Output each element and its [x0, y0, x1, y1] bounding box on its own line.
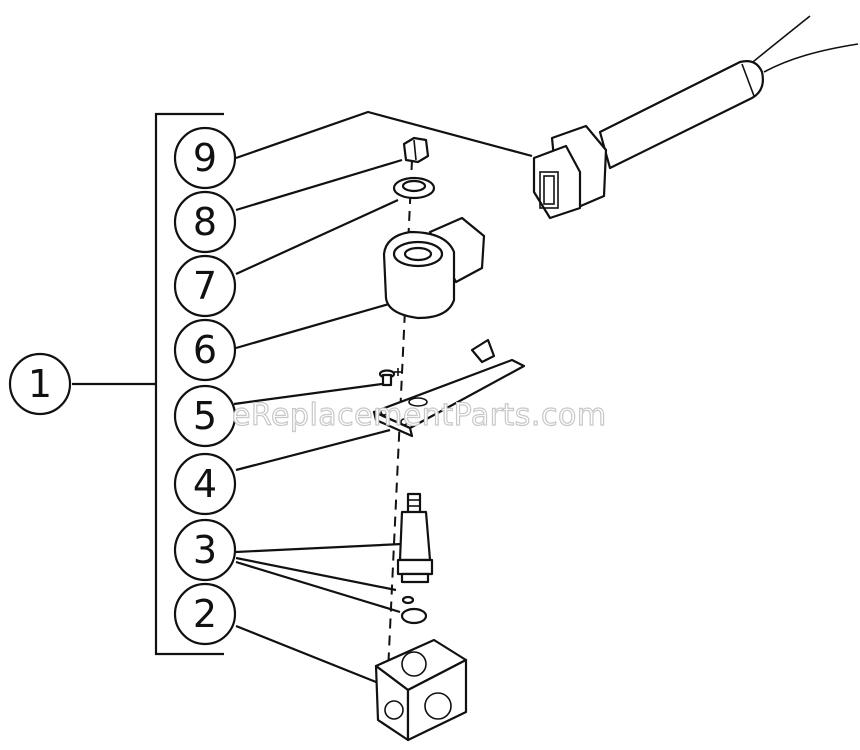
svg-text:2: 2 [193, 592, 217, 636]
o-ring-part-2 [400, 607, 428, 625]
svg-text:6: 6 [193, 328, 217, 372]
svg-text:8: 8 [193, 200, 217, 244]
callout-1: 1 [8, 352, 72, 416]
watermark-text: eReplacementParts.com [232, 398, 607, 433]
screw-part-5 [378, 368, 402, 387]
leader-lines [233, 110, 533, 684]
hex-nut-part-8 [402, 136, 430, 164]
callout-9: 9 [173, 126, 237, 190]
solenoid-coil-part-6 [382, 216, 486, 320]
svg-text:7: 7 [193, 264, 217, 308]
svg-text:4: 4 [193, 462, 217, 506]
valve-body-block [374, 638, 468, 742]
callout-8: 8 [173, 190, 237, 254]
callout-6: 6 [173, 318, 237, 382]
svg-text:5: 5 [193, 394, 217, 438]
callout-4: 4 [173, 452, 237, 516]
callout-3: 3 [173, 518, 237, 582]
callout-7: 7 [173, 254, 237, 318]
plunger-part-3 [396, 492, 434, 605]
washer-part-7 [392, 176, 436, 200]
svg-text:9: 9 [193, 136, 217, 180]
svg-text:3: 3 [193, 528, 217, 572]
assembly-bracket [72, 112, 224, 656]
bracket-plate-part-4 [372, 338, 526, 438]
callout-5: 5 [173, 384, 237, 448]
callout-2: 2 [173, 582, 237, 646]
wire-connector-part-9 [532, 15, 859, 220]
svg-text:1: 1 [28, 362, 52, 406]
